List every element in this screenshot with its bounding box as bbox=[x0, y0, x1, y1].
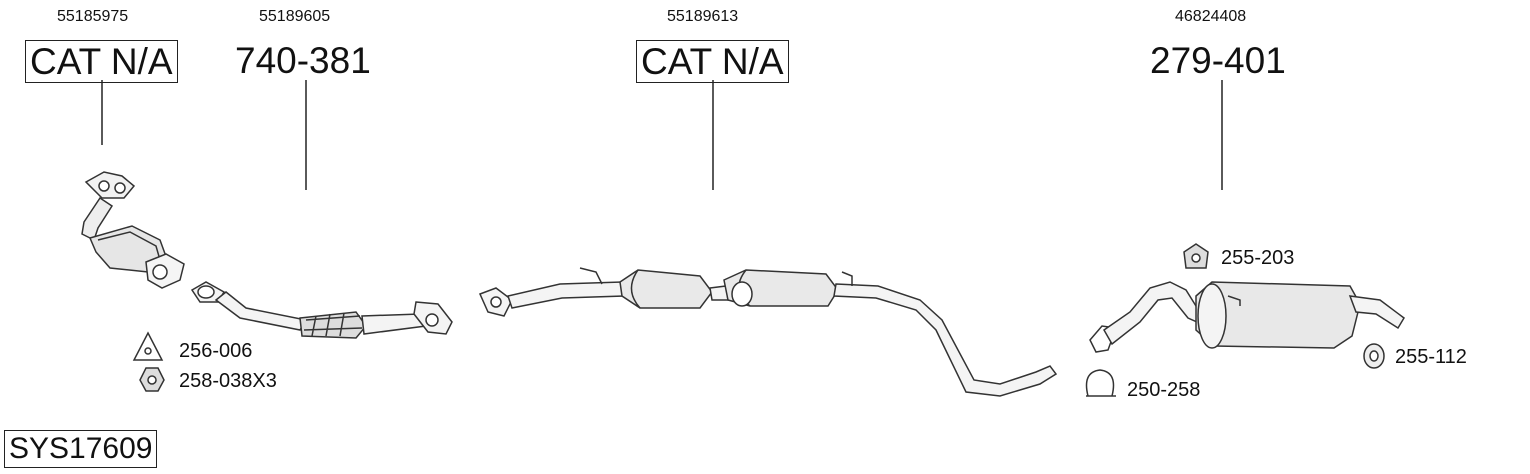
oem-number-front-pipe: 55189605 bbox=[259, 8, 331, 25]
system-id-label: SYS17609 bbox=[4, 430, 158, 468]
part-code-front-cat[interactable]: CAT N/A bbox=[25, 40, 178, 83]
triangle-gasket-icon bbox=[132, 331, 164, 361]
middle-section-drawing bbox=[478, 267, 1058, 397]
accessory-label-clamp[interactable]: 250-258 bbox=[1127, 379, 1201, 401]
accessory-label-gasket[interactable]: 256-006 bbox=[179, 340, 253, 362]
oem-number-front-cat: 55185975 bbox=[57, 8, 129, 25]
part-code-front-pipe[interactable]: 740-381 bbox=[235, 40, 371, 81]
oem-number-middle-section: 55189613 bbox=[667, 8, 739, 25]
front-catalyst-drawing bbox=[81, 171, 185, 289]
front-pipe-drawing bbox=[190, 281, 453, 339]
part-code-rear-silencer[interactable]: 279-401 bbox=[1150, 40, 1286, 81]
oem-number-rear-silencer: 46824408 bbox=[1175, 8, 1247, 25]
pipe-clamp-icon bbox=[1085, 369, 1115, 397]
rear-silencer-drawing bbox=[1089, 281, 1405, 353]
accessory-label-nut[interactable]: 258-038X3 bbox=[179, 370, 277, 392]
accessory-label-hanger[interactable]: 255-203 bbox=[1221, 247, 1295, 269]
accessory-label-ring[interactable]: 255-112 bbox=[1395, 346, 1467, 368]
